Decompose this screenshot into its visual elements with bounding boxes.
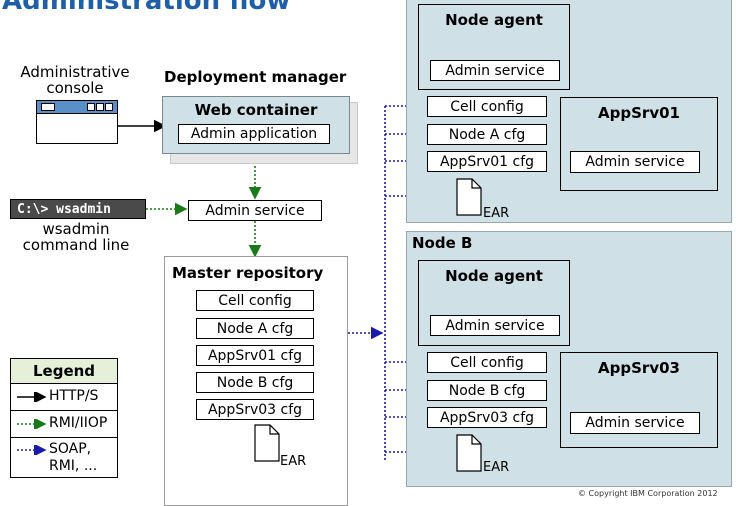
node-b-config: Cell config (427, 352, 547, 373)
node-a-config: Cell config (427, 96, 547, 117)
node-b-config: AppSrv03 cfg (427, 407, 547, 428)
repo-item: Cell config (196, 290, 314, 311)
admin-application: Admin application (178, 124, 330, 144)
web-container-title: Web container (194, 101, 318, 119)
deployment-manager-title: Deployment manager (164, 68, 347, 86)
node-a-ear-label: EAR (483, 206, 510, 221)
node-a-server: AppSrv01 (560, 97, 718, 191)
node-a-ear-icon (456, 178, 482, 216)
console-window-icon (36, 100, 118, 144)
node-b-ear-icon (456, 434, 482, 472)
master-repository-title: Master repository (172, 264, 324, 282)
node-b-title: Node B (412, 234, 473, 252)
node-a-config: Node A cfg (427, 124, 547, 145)
repo-item: AppSrv01 cfg (196, 345, 314, 366)
node-b-config: Node B cfg (427, 380, 547, 401)
repo-ear-label: EAR (280, 454, 307, 469)
legend-item-rmi: RMI/IIOP (11, 411, 117, 438)
node-a-server-admin-service: Admin service (570, 151, 700, 173)
wsadmin-label: wsadmin command line (22, 220, 130, 254)
repo-item: Node A cfg (196, 318, 314, 339)
copyright: © Copyright IBM Corporation 2012 (578, 489, 718, 498)
dmgr-admin-service: Admin service (188, 200, 322, 221)
node-a-config: AppSrv01 cfg (427, 151, 547, 172)
repo-item: AppSrv03 cfg (196, 399, 314, 420)
wsadmin-prompt: C:\> wsadmin (10, 199, 146, 219)
node-a-agent-admin-service: Admin service (430, 60, 560, 81)
node-b-server-admin-service: Admin service (570, 412, 700, 434)
console-label: Administrative console (20, 63, 130, 97)
legend-title: Legend (11, 359, 117, 384)
legend: Legend HTTP/S RMI/IIOP SOAP, RMI, ... (10, 358, 118, 478)
repo-item: Node B cfg (196, 372, 314, 393)
page-title: Administration flow (2, 0, 291, 16)
legend-item-soap: SOAP, RMI, ... (17, 441, 98, 474)
legend-item-http: HTTP/S (11, 384, 117, 411)
node-b-agent-admin-service: Admin service (430, 315, 560, 336)
repo-ear-icon (254, 424, 280, 462)
node-b-ear-label: EAR (483, 460, 510, 475)
